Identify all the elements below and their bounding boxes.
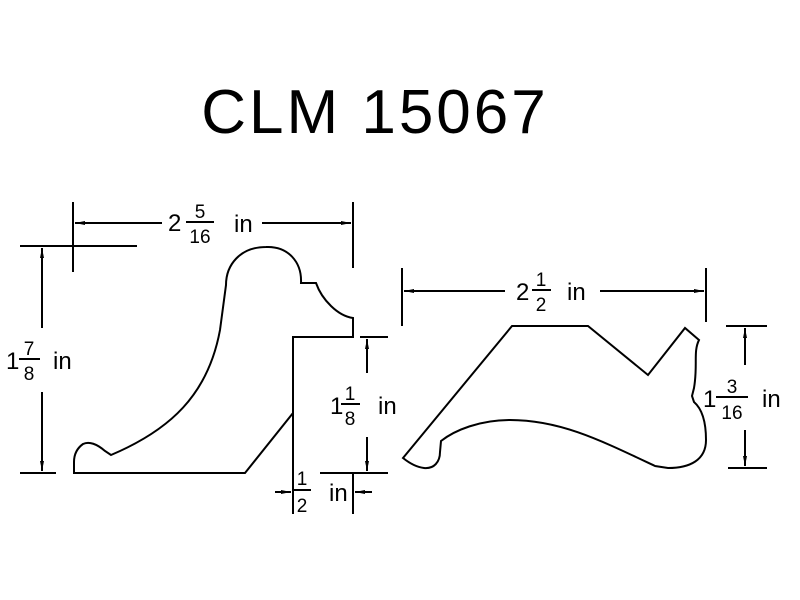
dim-denominator: 8	[24, 364, 35, 385]
dim-numerator: 3	[727, 377, 738, 398]
left-molding-profile	[73, 245, 354, 474]
drawing-title: CLM 15067	[201, 78, 549, 147]
left-height-dimension: 1 7 8 in	[6, 245, 137, 474]
dim-whole: 2	[168, 210, 181, 237]
dim-numerator: 1	[345, 384, 356, 405]
dim-unit: in	[567, 279, 586, 306]
left-step-width-dimension: 1 2 in	[275, 413, 372, 517]
dim-whole: 1	[703, 386, 716, 413]
dim-unit: in	[53, 348, 72, 375]
dim-unit: in	[329, 480, 348, 507]
dim-whole: 1	[6, 348, 19, 375]
dim-unit: in	[762, 386, 781, 413]
dim-numerator: 1	[536, 270, 547, 291]
dim-denominator: 8	[345, 409, 356, 430]
dim-denominator: 16	[721, 403, 742, 424]
left-step-height-dimension: 1 1 8 in	[320, 336, 397, 474]
dim-denominator: 16	[189, 227, 210, 248]
dim-denominator: 2	[536, 295, 547, 316]
right-width-dimension: 2 1 2 in	[401, 268, 707, 326]
dim-unit: in	[234, 211, 253, 238]
dim-numerator: 1	[297, 469, 308, 490]
dim-whole: 2	[516, 279, 529, 306]
dim-unit: in	[378, 393, 397, 420]
dim-denominator: 2	[297, 496, 308, 517]
right-molding-profile	[401, 325, 708, 470]
left-width-dimension: 2 5 16 in	[72, 202, 354, 272]
dim-numerator: 7	[24, 339, 35, 360]
right-height-dimension: 1 3 16 in	[703, 325, 781, 469]
dim-numerator: 5	[195, 202, 206, 223]
dim-whole: 1	[330, 393, 343, 420]
